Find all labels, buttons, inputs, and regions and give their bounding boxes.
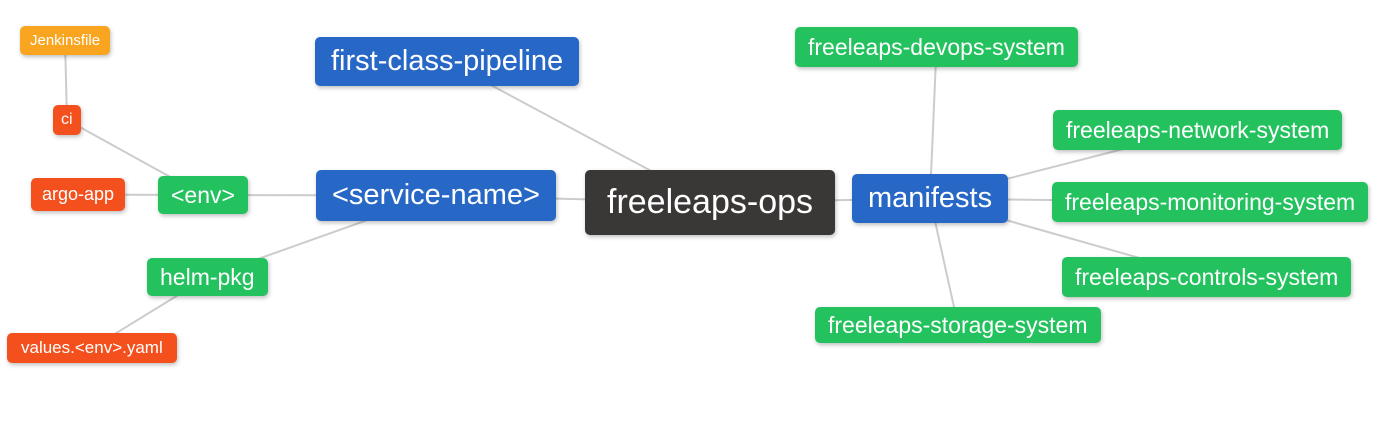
node-freeleaps-devops-system[interactable]: freeleaps-devops-system	[795, 27, 1078, 68]
node-freeleaps-network-system[interactable]: freeleaps-network-system	[1053, 110, 1343, 151]
node-env[interactable]: <env>	[158, 176, 248, 215]
node-first-class-pipeline[interactable]: first-class-pipeline	[315, 37, 580, 87]
node-argo-app[interactable]: argo-app	[31, 178, 126, 211]
node-jenkinsfile[interactable]: Jenkinsfile	[20, 26, 111, 56]
node-freeleaps-storage-system[interactable]: freeleaps-storage-system	[815, 307, 1101, 344]
node-freeleaps-ops[interactable]: freeleaps-ops	[585, 170, 836, 236]
node-service-name[interactable]: <service-name>	[316, 170, 556, 222]
node-helm-pkg[interactable]: helm-pkg	[147, 258, 268, 297]
node-freeleaps-controls-system[interactable]: freeleaps-controls-system	[1062, 257, 1352, 298]
node-manifests[interactable]: manifests	[852, 174, 1009, 224]
node-ci[interactable]: ci	[53, 105, 81, 136]
node-values-env-yaml[interactable]: values.<env>.yaml	[7, 333, 177, 363]
node-freeleaps-monitoring-system[interactable]: freeleaps-monitoring-system	[1052, 182, 1369, 223]
